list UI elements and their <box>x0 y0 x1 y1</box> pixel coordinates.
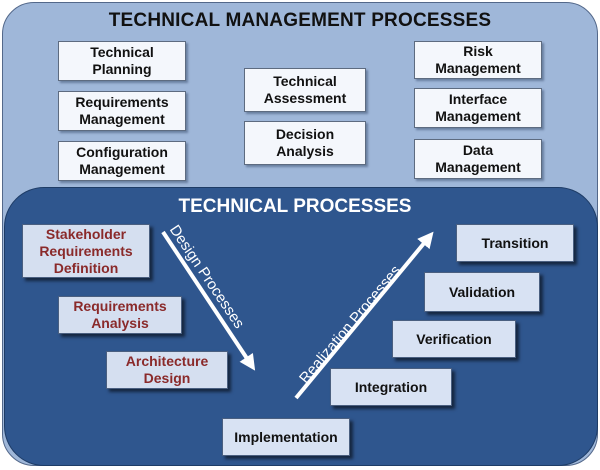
stakeholder-requirements-definition-box: Stakeholder Requirements Definition <box>22 224 150 278</box>
data-management-box: Data Management <box>414 139 542 179</box>
technical-processes-title: TECHNICAL PROCESSES <box>178 196 412 217</box>
requirements-management-box: Requirements Management <box>58 91 186 131</box>
integration-box: Integration <box>330 368 452 406</box>
transition-box: Transition <box>456 224 574 262</box>
technical-management-title: TECHNICAL MANAGEMENT PROCESSES <box>108 10 492 31</box>
validation-box: Validation <box>424 272 540 312</box>
implementation-box: Implementation <box>222 418 350 456</box>
risk-management-box: Risk Management <box>414 41 542 79</box>
architecture-design-box: Architecture Design <box>106 351 228 389</box>
technical-planning-box: Technical Planning <box>58 41 186 81</box>
verification-box: Verification <box>392 320 516 358</box>
configuration-management-box: Configuration Management <box>58 141 186 181</box>
requirements-analysis-box: Requirements Analysis <box>58 296 182 334</box>
decision-analysis-box: Decision Analysis <box>244 121 366 165</box>
interface-management-box: Interface Management <box>414 88 542 128</box>
technical-assessment-box: Technical Assessment <box>244 68 366 112</box>
